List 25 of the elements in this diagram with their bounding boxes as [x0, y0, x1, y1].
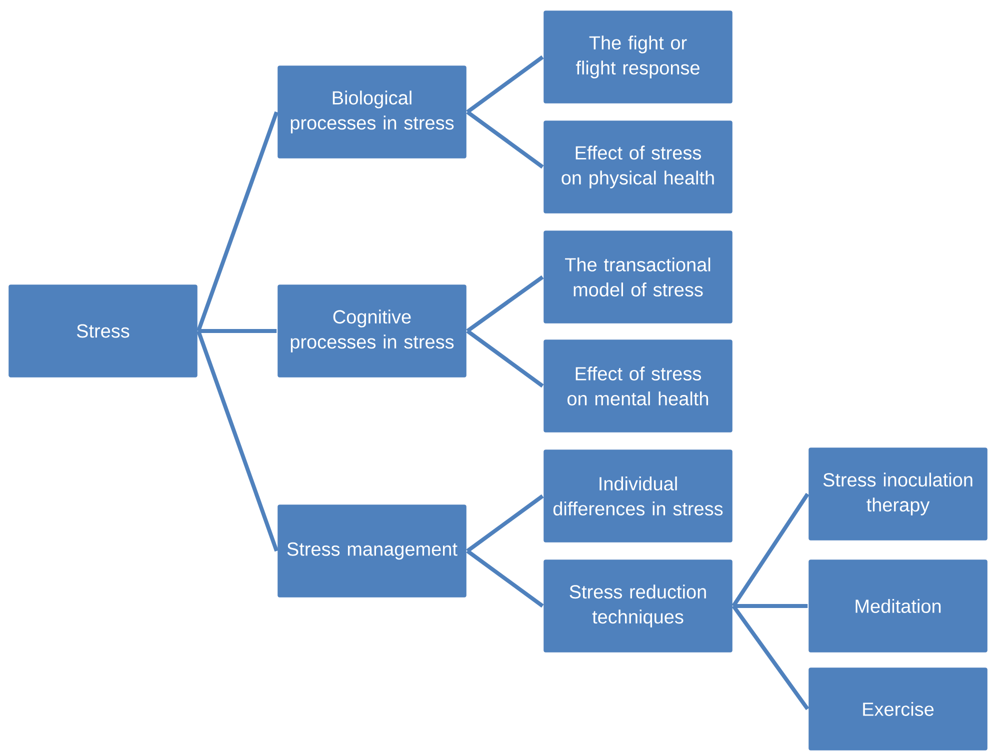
connector-line [466, 329, 544, 388]
connector-line [196, 111, 278, 332]
connector-line [466, 55, 544, 114]
process-box: Cognitive processes in stress [276, 282, 468, 380]
process-box: Stress inoculation therapy [806, 446, 990, 542]
process-box: The transactional model of stress [542, 228, 734, 326]
process-box: Individual differences in stress [542, 448, 734, 544]
connector-line [466, 110, 544, 169]
process-box: Effect of stress on physical health [542, 118, 734, 216]
connector-line [466, 549, 544, 608]
connector-line [198, 329, 277, 333]
connector-line [732, 604, 810, 710]
process-box: Exercise [806, 666, 990, 752]
connector-line [196, 330, 278, 552]
connector-line [466, 494, 544, 553]
process-box: Biological processes in stress [276, 64, 468, 160]
process-box: Effect of stress on mental health [542, 338, 734, 434]
process-box: Stress [6, 282, 200, 380]
process-box: Stress reduction techniques [542, 558, 734, 654]
process-box: Meditation [806, 558, 990, 654]
connector-line [732, 492, 810, 608]
connector-line [733, 604, 808, 608]
connector-line [466, 275, 544, 333]
process-box: Stress management [276, 502, 468, 600]
process-box: The fight or flight response [542, 8, 734, 106]
